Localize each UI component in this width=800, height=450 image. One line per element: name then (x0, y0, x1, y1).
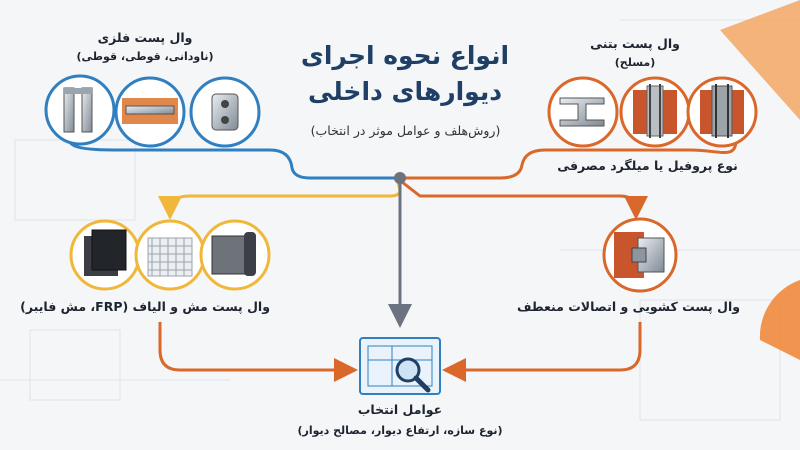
main-title: انواع نحوه اجرای دیوارهای داخلی (280, 38, 530, 110)
sliding-connection-icon (602, 217, 678, 293)
connector-metal (66, 124, 398, 180)
orange-accent-shape-bottom (759, 280, 800, 360)
main-subtitle: (روش‌هلف و عوامل موثر در انتخاب) (310, 123, 501, 138)
steel-clamp-icon (189, 76, 261, 148)
sliding-connection-label: وال پست کشویی و اتصالات منعطف (516, 299, 740, 314)
concrete-wallpost-label: وال پست بتنی (590, 36, 680, 51)
orange-accent-shape (720, 0, 800, 120)
main-title-line1: انواع نحوه اجرای (300, 41, 510, 70)
concrete-wallpost-sublabel: (مسلح) (614, 56, 656, 69)
rebar-cage-icon (686, 76, 758, 148)
fiber-mesh-icon (134, 219, 206, 291)
frp-sheet-icon (69, 219, 141, 291)
blueprint-magnifier-icon (359, 337, 441, 395)
junction-dot (394, 172, 406, 184)
brick-column-icon (619, 76, 691, 148)
selection-factors-sublabel: (نوع سازه، ارتفاع دیوار، مصالح دیوار) (297, 424, 503, 437)
mesh-wallpost-label: وال پست مش و الیاف (FRP، مش فایبر) (20, 299, 270, 314)
profile-type-label: نوع پروفیل یا میلگرد مصرفی (557, 158, 738, 173)
connector-mesh (158, 181, 402, 220)
metal-wallpost-label: وال پست فلزی (97, 30, 193, 45)
steel-beam-icon (114, 76, 186, 148)
steel-channel-icon (44, 74, 116, 146)
connector-connection (401, 180, 648, 220)
connector-connection-factors (442, 322, 642, 382)
mesh-roll-icon (199, 219, 271, 291)
main-title-line2: دیوارهای داخلی (307, 77, 503, 106)
i-beam-icon (547, 76, 619, 148)
metal-wallpost-sublabel: (ناودانی، قوطی، قوطی) (76, 50, 214, 63)
connector-mesh-factors (158, 322, 358, 382)
blueprint-background (0, 19, 800, 421)
connector-concrete (402, 139, 738, 180)
selection-factors-label: عوامل انتخاب (357, 402, 443, 417)
